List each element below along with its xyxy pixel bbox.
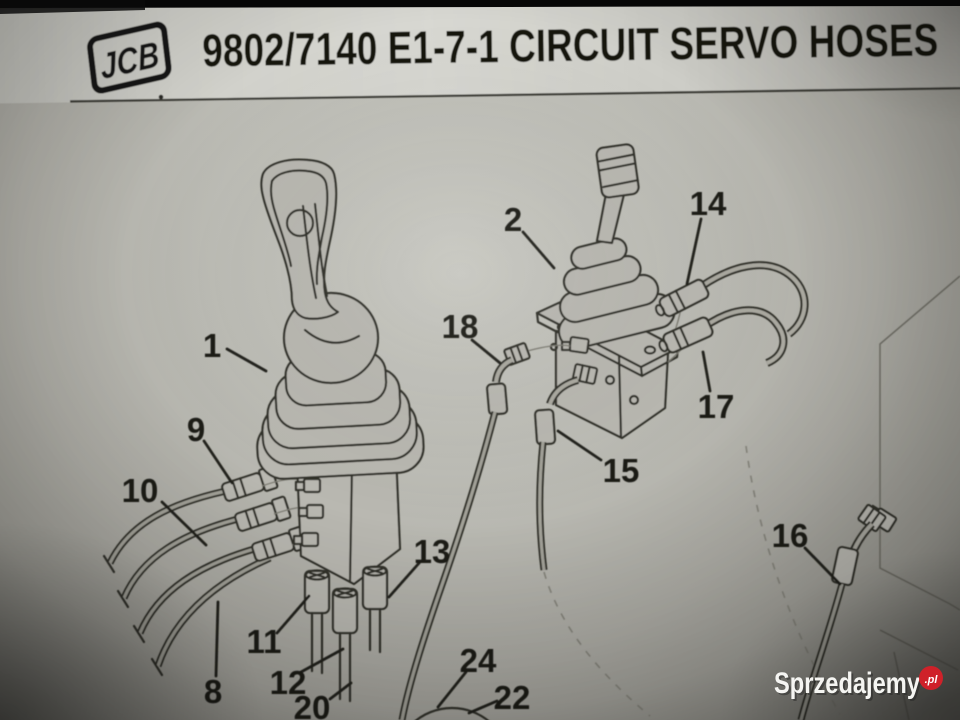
watermark-badge-text: .pl (925, 674, 939, 686)
photo-edge-top-left (0, 0, 145, 14)
watermark: Sprzedajemy Sprzedajemy .pl (774, 666, 943, 702)
watermark-badge (919, 666, 943, 690)
photo-edge-top (0, 0, 960, 8)
vignette-bottom-left (0, 360, 480, 720)
vignette-bottom-right (480, 380, 960, 720)
watermark-shadow: Sprzedajemy (776, 669, 922, 702)
vignette-top-right (560, 0, 960, 300)
watermark-text: Sprzedajemy (774, 667, 920, 700)
